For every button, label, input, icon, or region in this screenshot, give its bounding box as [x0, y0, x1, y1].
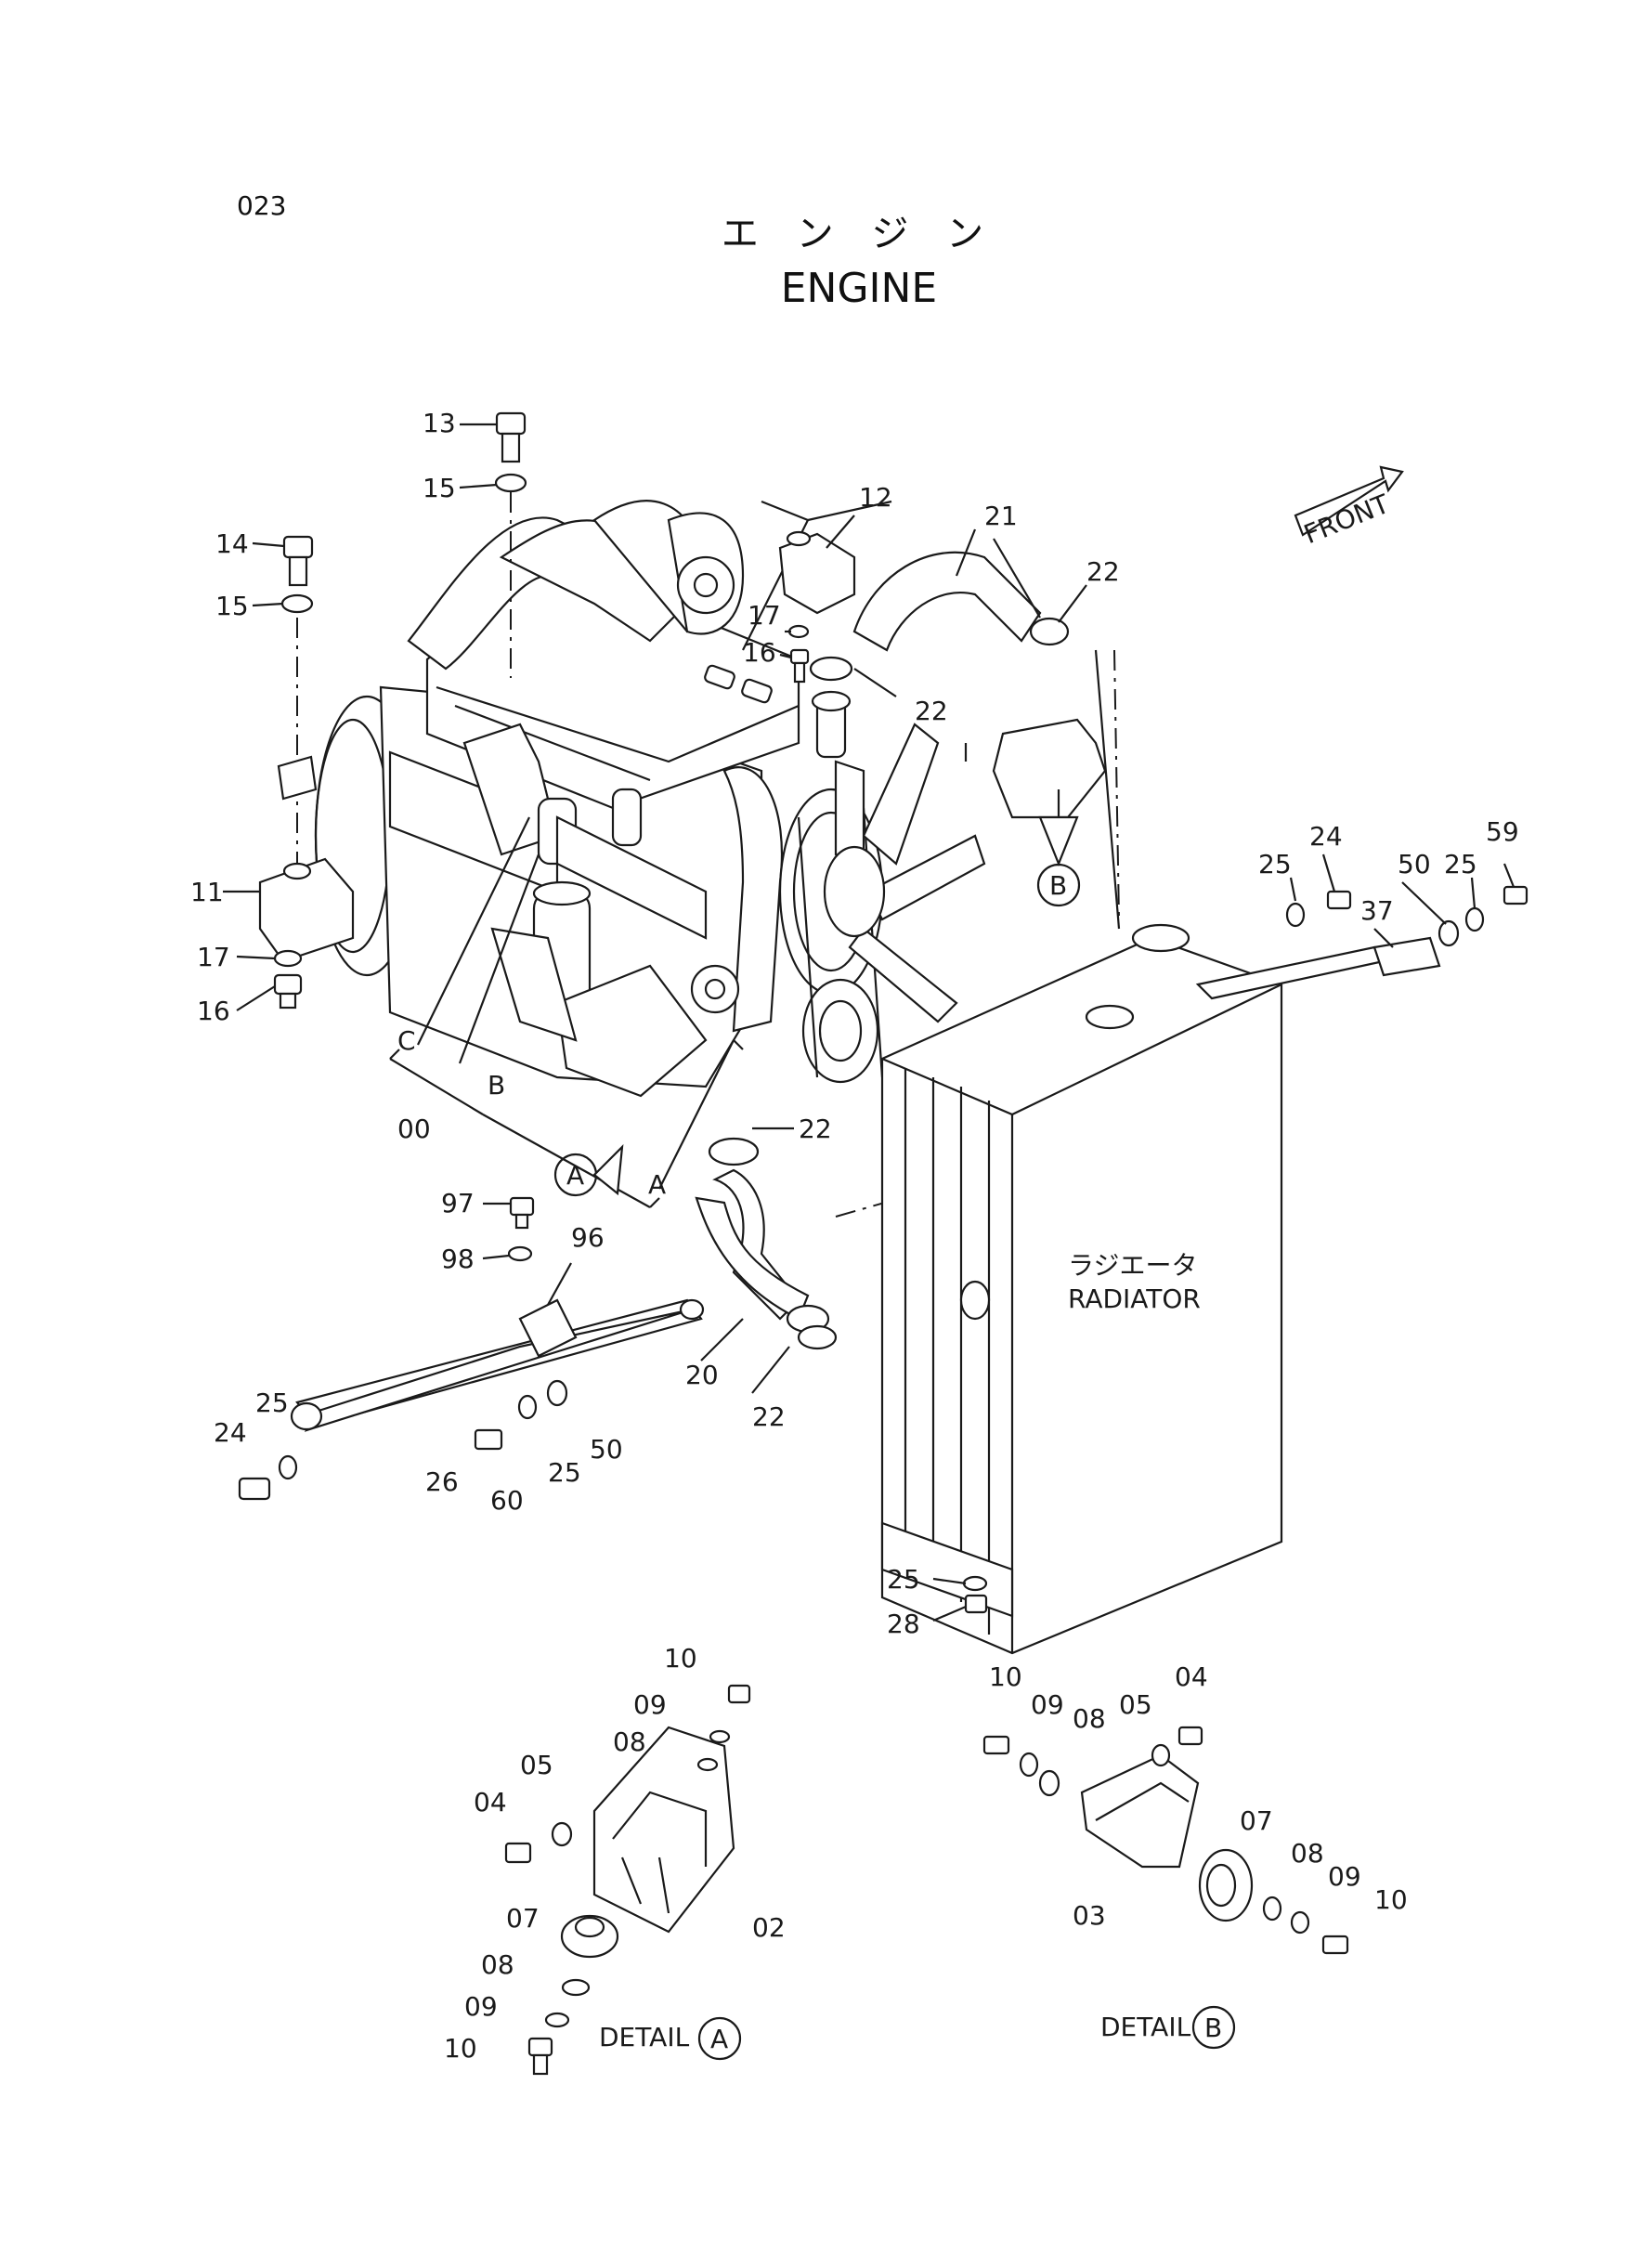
callout-21: 21: [984, 501, 1018, 531]
callout-08: 08: [481, 1949, 514, 1980]
detail-a-label: DETAIL: [599, 2022, 690, 2052]
callout-16: 16: [743, 637, 776, 668]
callout-25: 25: [1444, 849, 1477, 879]
stay-rod: [238, 885, 1528, 1614]
detail-b-label-letter: B: [1204, 2013, 1222, 2043]
radiator-label-japanese: ラジエータ: [1068, 1250, 1197, 1281]
callout-05: 05: [1119, 1689, 1152, 1720]
callout-50: 50: [590, 1434, 623, 1465]
radiator-label-english: RADIATOR: [1068, 1283, 1201, 1314]
callout-13: 13: [423, 408, 456, 438]
front-mark-label: FRONT: [1300, 488, 1395, 550]
callout-25: 25: [255, 1388, 289, 1418]
detail-b-assembly: [982, 815, 1349, 2050]
callout-17: 17: [748, 600, 781, 631]
callout-09: 09: [464, 1991, 498, 2022]
callout-B: B: [488, 1070, 505, 1101]
callout-15: 15: [423, 473, 456, 503]
callout-26: 26: [425, 1466, 459, 1497]
callout-22: 22: [752, 1401, 786, 1432]
callout-25: 25: [548, 1457, 581, 1488]
callout-15: 15: [215, 591, 249, 621]
detail-b-label: DETAIL: [1100, 2012, 1191, 2042]
callout-10: 10: [1374, 1884, 1408, 1915]
callout-08: 08: [1291, 1838, 1324, 1869]
page-number: 023: [237, 190, 286, 221]
radiator-hoses: [695, 551, 1070, 1350]
callout-00: 00: [397, 1114, 431, 1144]
callout-14: 14: [215, 528, 249, 559]
callout-02: 02: [752, 1912, 786, 1943]
callout-59: 59: [1486, 816, 1519, 847]
callout-10: 10: [664, 1643, 697, 1674]
callout-A: A: [648, 1169, 666, 1200]
title-japanese: エ ン ジ ン: [722, 213, 996, 255]
callout-numbers: 13 15 14 15 11 17 16 12 17 16 21 22 22 0…: [190, 408, 1519, 2064]
callout-16: 16: [197, 996, 230, 1026]
callout-98: 98: [441, 1244, 475, 1274]
callout-97: 97: [441, 1188, 475, 1218]
callout-05: 05: [520, 1750, 553, 1780]
callout-25: 25: [887, 1564, 920, 1595]
callout-17: 17: [197, 942, 230, 972]
callout-96: 96: [571, 1222, 605, 1253]
detail-b-marker-letter: B: [1049, 870, 1067, 901]
callout-25: 25: [1258, 849, 1292, 879]
detail-a-marker-letter: A: [566, 1160, 584, 1191]
callout-03: 03: [1073, 1900, 1106, 1931]
callout-10: 10: [989, 1661, 1022, 1692]
callout-50: 50: [1398, 849, 1431, 879]
callout-C: C: [397, 1025, 416, 1056]
front-arrow-icon: FRONT: [1294, 465, 1404, 550]
callout-09: 09: [1328, 1861, 1361, 1892]
callout-07: 07: [1240, 1805, 1273, 1836]
engine-assembly: [314, 500, 986, 1098]
callout-20: 20: [685, 1360, 719, 1390]
engine-mount-rear: [258, 411, 856, 1010]
callout-22: 22: [915, 696, 948, 726]
callout-leaders: [223, 423, 1515, 1622]
callout-09: 09: [1031, 1689, 1064, 1720]
callout-24: 24: [1309, 821, 1343, 852]
callout-11: 11: [190, 877, 224, 907]
callout-04: 04: [1175, 1661, 1208, 1692]
callout-07: 07: [506, 1903, 540, 1934]
detail-a-label-letter: A: [710, 2024, 728, 2054]
title-english: ENGINE: [781, 265, 938, 312]
callout-28: 28: [887, 1609, 920, 1639]
radiator: ラジエータ RADIATOR: [880, 923, 1441, 1655]
callout-09: 09: [633, 1689, 667, 1720]
detail-a-assembly: [504, 1144, 751, 2076]
callout-08: 08: [1073, 1703, 1106, 1734]
callout-60: 60: [490, 1485, 524, 1516]
callout-08: 08: [613, 1726, 646, 1757]
callout-04: 04: [474, 1787, 507, 1818]
callout-12: 12: [859, 482, 892, 513]
callout-24: 24: [214, 1417, 247, 1448]
leader-lines: [296, 492, 1121, 1301]
callout-37: 37: [1360, 895, 1394, 926]
callout-10: 10: [444, 2033, 477, 2064]
callout-22: 22: [1086, 556, 1120, 587]
callout-22: 22: [799, 1114, 832, 1144]
